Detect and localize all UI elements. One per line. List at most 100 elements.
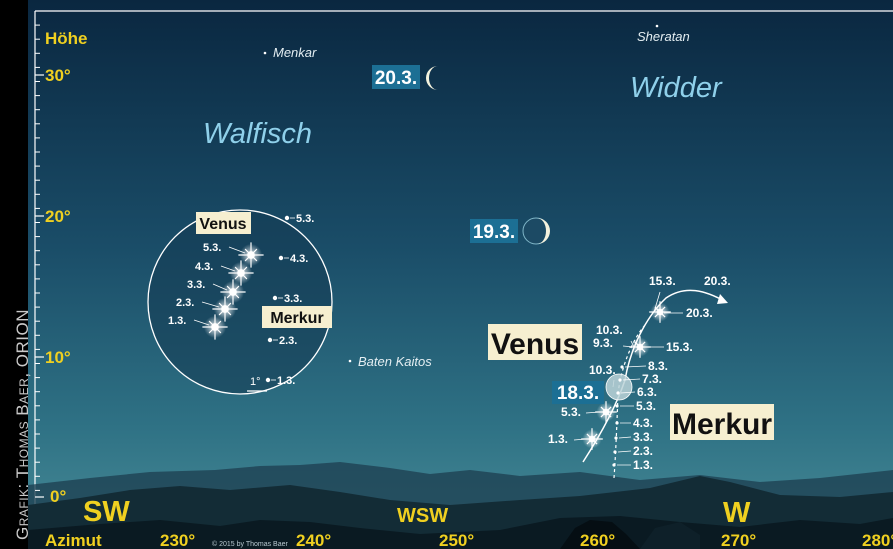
star-sheratan-label: Sheratan bbox=[637, 29, 690, 44]
x-tick-label-270: 270° bbox=[721, 531, 756, 549]
inset-merkur-point bbox=[267, 337, 273, 343]
star-sheratan-dot bbox=[655, 24, 659, 28]
y-tick-label-0: 0° bbox=[50, 487, 66, 506]
constellation-widder: Widder bbox=[630, 72, 723, 104]
merkur-date: 2.3. bbox=[633, 444, 653, 458]
merkur-point bbox=[616, 391, 620, 395]
merkur-date: 5.3. bbox=[636, 399, 656, 413]
merkur-point bbox=[618, 378, 622, 382]
merkur-date: 4.3. bbox=[633, 416, 653, 430]
x-tick-label-250: 250° bbox=[439, 531, 474, 549]
merkur-point bbox=[620, 365, 624, 369]
venus-disc-18 bbox=[605, 373, 633, 401]
merkur-leader bbox=[624, 365, 647, 368]
inset-merkur-date: 1.3. bbox=[277, 375, 295, 387]
venus-leader bbox=[585, 411, 601, 414]
merkur-leader bbox=[618, 436, 632, 439]
moon-crescent-19 bbox=[537, 218, 550, 244]
inset-marks: 1.3.2.3.3.3.4.3.5.3.1.3.2.3.3.3.4.3.5.3. bbox=[168, 213, 314, 387]
merkur-label-box bbox=[670, 404, 774, 440]
landscape bbox=[28, 462, 893, 549]
merkur-leader bbox=[620, 391, 636, 394]
star-menkar-dot bbox=[263, 51, 267, 55]
copyright-note: © 2015 by Thomas Baer bbox=[212, 540, 289, 548]
inset-merkur-point bbox=[284, 215, 290, 221]
x-axis-title: Azimut bbox=[45, 531, 102, 549]
inset-venus-point bbox=[212, 296, 238, 322]
inset-view: Venus Merkur 1° 1.3.2.3.3.3.4.3.5.3.1.3.… bbox=[147, 209, 333, 395]
y-tick-label-30: 30° bbox=[45, 66, 71, 85]
moon-date-label-20: 20.3. bbox=[375, 68, 417, 89]
merkur-date: 8.3. bbox=[648, 359, 668, 373]
x-tick-label-280: 280° bbox=[862, 531, 893, 549]
direction-sw: SW bbox=[83, 496, 130, 528]
inset-venus-point bbox=[220, 279, 246, 305]
venus-leader bbox=[573, 438, 587, 441]
inset-merkur-box bbox=[262, 306, 332, 328]
moon-date-box-19 bbox=[470, 219, 518, 243]
inset-merkur-date: 4.3. bbox=[290, 253, 308, 265]
x-tick-label-230: 230° bbox=[160, 531, 195, 549]
venus-leader bbox=[630, 340, 635, 348]
venus-point bbox=[581, 428, 603, 450]
inset-venus-date: 3.3. bbox=[187, 279, 205, 291]
inset-merkur-date: 2.3. bbox=[279, 335, 297, 347]
inset-merkur-date: 5.3. bbox=[296, 213, 314, 225]
inset-venus-date: 4.3. bbox=[195, 261, 213, 273]
credit-sidebar: Grafik: Thomas Baer, ORION bbox=[0, 0, 32, 549]
inset-venus-leader bbox=[220, 265, 236, 272]
merkur-leader bbox=[617, 450, 632, 453]
y-axis-title: Höhe bbox=[45, 29, 88, 48]
venus-date: 10.3. bbox=[589, 363, 616, 377]
y-tick-label-10: 10° bbox=[45, 348, 71, 367]
venus-date: 5.3. bbox=[561, 405, 581, 419]
x-tick-label-240: 240° bbox=[296, 531, 331, 549]
venus-date-label-18: 18.3. bbox=[557, 383, 599, 404]
inset-venus-box bbox=[196, 212, 251, 234]
venus-leader bbox=[653, 291, 661, 313]
inset-venus-leader bbox=[228, 246, 246, 254]
constellation-walfisch: Walfisch bbox=[203, 118, 312, 150]
merkur-date: 20.3. bbox=[686, 306, 713, 320]
venus-label: Venus bbox=[491, 328, 579, 361]
venus-date: 10.3. bbox=[596, 323, 623, 337]
venus-date: 15.3. bbox=[649, 274, 676, 288]
inset-venus-leader bbox=[212, 283, 228, 291]
inset-merkur-point bbox=[265, 377, 271, 383]
venus-date: 1.3. bbox=[548, 432, 568, 446]
star-baten-kaitos-dot bbox=[348, 359, 352, 363]
merkur-leader bbox=[622, 378, 641, 381]
venus-point bbox=[595, 401, 617, 423]
inset-venus-point bbox=[228, 260, 254, 286]
merkur-date: 7.3. bbox=[642, 372, 662, 386]
planet-points: 1.3.5.3.10.3.9.3.10.3.15.3.20.3.1.3.2.3.… bbox=[548, 274, 731, 472]
inset-venus-leader bbox=[193, 319, 210, 326]
x-tick-label-260: 260° bbox=[580, 531, 615, 549]
star-menkar-label: Menkar bbox=[273, 45, 317, 60]
inset-merkur-point bbox=[272, 295, 278, 301]
y-tick-label-20: 20° bbox=[45, 207, 71, 226]
inset-venus-date: 1.3. bbox=[168, 315, 186, 327]
merkur-label: Merkur bbox=[672, 408, 772, 441]
merkur-track bbox=[613, 324, 646, 479]
venus-track-arrow bbox=[717, 294, 728, 304]
inset-venus-leader bbox=[201, 301, 220, 308]
merkur-point bbox=[612, 463, 616, 467]
merkur-point bbox=[613, 450, 617, 454]
merkur-date: 1.3. bbox=[633, 458, 653, 472]
venus-label-box bbox=[488, 324, 582, 360]
venus-date: 9.3. bbox=[593, 336, 613, 350]
venus-date-box-18 bbox=[552, 381, 604, 404]
merkur-date: 15.3. bbox=[666, 340, 693, 354]
merkur-date: 3.3. bbox=[633, 430, 653, 444]
inset-merkur-title: Merkur bbox=[270, 310, 323, 327]
inset-circle bbox=[147, 209, 333, 395]
moon-crescent-20 bbox=[426, 66, 438, 90]
direction-w: W bbox=[723, 497, 751, 529]
inset-merkur-point bbox=[278, 255, 284, 261]
merkur-point bbox=[614, 436, 618, 440]
venus-leader bbox=[622, 345, 635, 348]
credit-text: Grafik: Thomas Baer, ORION bbox=[13, 309, 32, 540]
